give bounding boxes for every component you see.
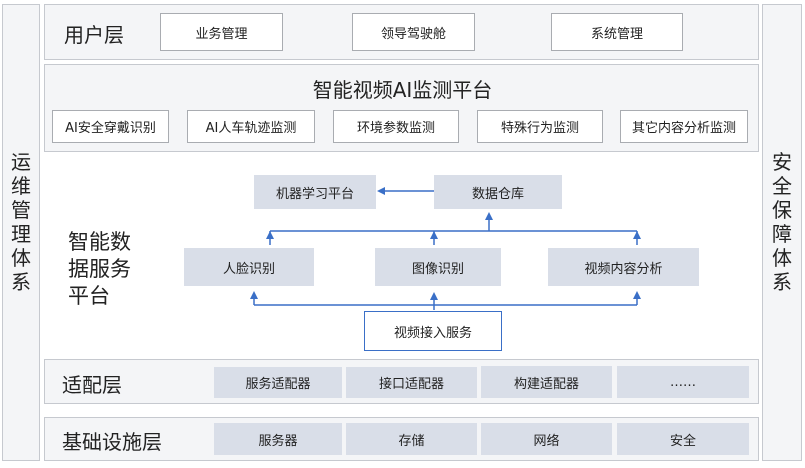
image-recognition-box: 图像识别 [375,248,501,286]
monitor-item-safety-wear: AI安全穿戴识别 [52,110,169,143]
adapter-item-interface: 接口适配器 [346,367,477,398]
infra-item-network: 网络 [481,423,612,455]
ops-char: 维 [11,174,31,198]
infra-item-security: 安全 [617,423,749,455]
ops-management-label: 运 维 管 理 体 系 [2,150,40,294]
arrowhead-video-analysis [633,231,641,239]
user-layer-title: 用户层 [64,23,124,47]
ops-char: 系 [11,270,31,294]
monitor-item-special-behavior: 特殊行为监测 [477,110,603,143]
arrowhead-image [430,231,438,239]
user-item-leader-cockpit: 领导驾驶舱 [352,13,475,51]
monitor-item-other-content: 其它内容分析监测 [620,110,748,143]
adapter-item-service: 服务适配器 [214,367,342,398]
adapter-item-build: 构建适配器 [481,366,612,398]
video-access-service-box: 视频接入服务 [364,311,502,351]
ops-char: 体 [11,246,31,270]
ops-management-panel [2,4,40,461]
adapter-layer-title: 适配层 [62,373,122,397]
data-platform-title-line: 智能数 [68,230,131,254]
user-item-business-management: 业务管理 [160,13,283,51]
security-char: 系 [772,270,792,294]
arrowhead-face [266,231,274,239]
user-item-system-management: 系统管理 [551,13,683,51]
security-char: 体 [772,246,792,270]
infra-layer-title: 基础设施层 [62,430,162,454]
monitor-item-track: AI人车轨迹监测 [187,110,315,143]
monitor-platform-title: 智能视频AI监测平台 [312,78,493,102]
data-warehouse-box: 数据仓库 [434,175,562,209]
ops-char: 理 [11,222,31,246]
adapter-item-more: …… [617,366,749,398]
ops-char: 运 [11,150,31,174]
ml-platform-box: 机器学习平台 [254,175,376,209]
security-assurance-panel [762,4,802,461]
security-char: 安 [772,150,792,174]
face-recognition-box: 人脸识别 [184,248,314,286]
security-assurance-label: 安 全 保 障 体 系 [762,150,802,294]
data-platform-title-line: 平台 [68,284,110,308]
security-char: 障 [772,222,792,246]
data-platform-title: 智能数 据服务 平台 [68,229,131,310]
monitor-item-environment: 环境参数监测 [333,110,459,143]
data-platform-title-line: 据服务 [68,257,131,281]
ops-char: 管 [11,198,31,222]
infra-item-storage: 存储 [346,423,477,455]
security-char: 保 [772,198,792,222]
infra-item-server: 服务器 [214,423,342,455]
security-char: 全 [772,174,792,198]
video-analysis-box: 视频内容分析 [548,248,699,286]
